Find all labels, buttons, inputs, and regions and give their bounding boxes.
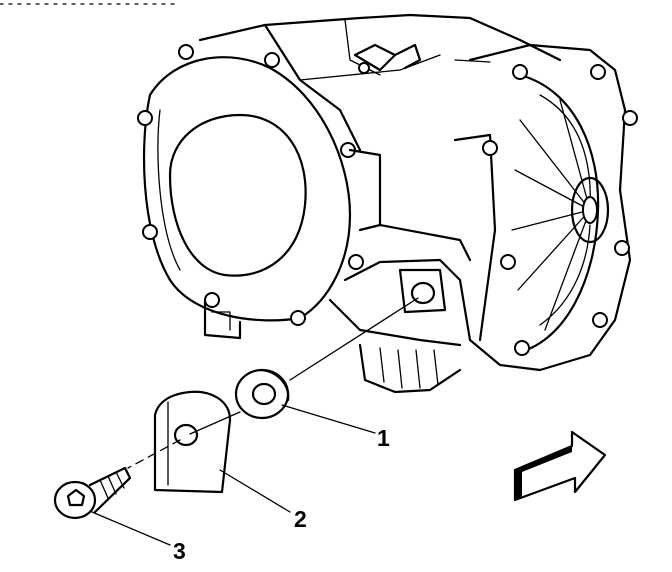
assembly-axis-line — [189, 297, 419, 435]
bolt-icon — [53, 466, 132, 520]
callout-3: 3 — [173, 538, 186, 564]
callout-2: 2 — [294, 506, 307, 532]
callout-1: 1 — [377, 425, 390, 451]
differential-housing-icon — [137, 13, 638, 394]
washer-icon — [234, 368, 290, 420]
leader-line-3 — [91, 511, 171, 546]
front-direction-arrow-icon — [513, 430, 607, 502]
leader-line-1 — [281, 404, 376, 434]
leader-line-2 — [219, 469, 291, 513]
bracket-icon — [153, 390, 232, 494]
